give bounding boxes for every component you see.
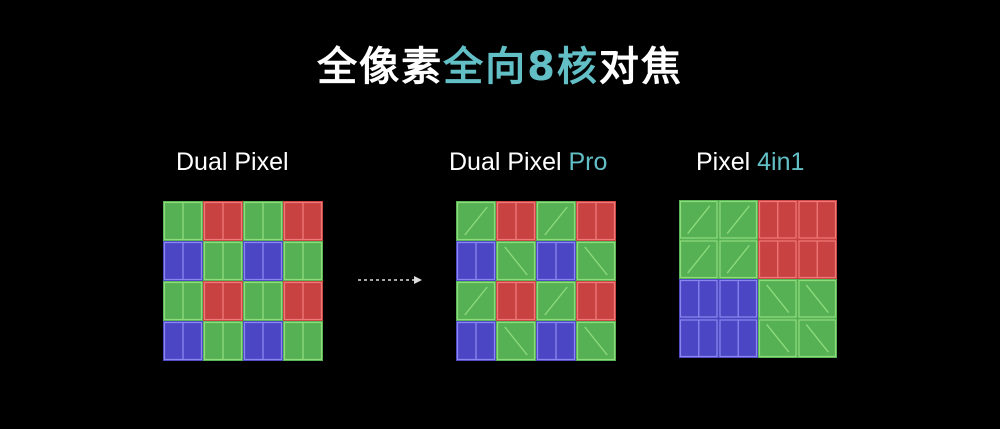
- dual-pixel-blue-pixel: [163, 241, 203, 281]
- page-title: 全像素全向8核对焦: [0, 34, 1000, 92]
- label-pixel-4in1: Pixel 4in1: [696, 148, 804, 177]
- dual-pixel-pro-red-pixel: [576, 281, 616, 321]
- dual-pixel-red-pixel: [203, 281, 243, 321]
- pixel-4in1-blue-pixel: [679, 318, 719, 358]
- dual-pixel-pro-green-pixel: [456, 201, 496, 241]
- title-main: 全像素: [317, 44, 444, 90]
- dual-pixel-green-pixel: [203, 241, 243, 281]
- pixel-4in1-green-pixel: [797, 279, 837, 319]
- dual-pixel-pro-red-pixel: [576, 201, 616, 241]
- dual-pixel-blue-pixel: [243, 241, 283, 281]
- dual-pixel-green-pixel: [203, 321, 243, 361]
- label-pixel-4in1-accent: 4in1: [757, 148, 805, 176]
- dual-pixel-green-pixel: [163, 201, 203, 241]
- pixel-4in1-green-pixel: [758, 318, 798, 358]
- pixel-4in1-blue-pixel: [718, 279, 758, 319]
- dual-pixel-pro-blue-pixel: [536, 241, 576, 281]
- dual-pixel-pro-green-pixel: [496, 321, 536, 361]
- dual-pixel-green-pixel: [163, 281, 203, 321]
- dual-pixel-red-pixel: [283, 281, 323, 321]
- pixel-4in1-green-pixel: [679, 239, 719, 279]
- pixel-4in1-blue-pixel: [679, 279, 719, 319]
- dual-pixel-green-pixel: [283, 241, 323, 281]
- dual-pixel-pro-red-pixel: [496, 201, 536, 241]
- dual-pixel-blue-pixel: [163, 321, 203, 361]
- label-dual-pixel-pro: Dual Pixel Pro: [449, 148, 607, 177]
- pixel-4in1-red-pixel: [797, 200, 837, 240]
- dual-pixel-green-pixel: [243, 201, 283, 241]
- label-dual-pixel-text: Dual Pixel: [176, 148, 289, 176]
- dual-pixel-pro-blue-pixel: [456, 321, 496, 361]
- label-dual-pixel-pro-text: Dual Pixel: [449, 148, 569, 176]
- pixel-4in1-red-pixel: [758, 200, 798, 240]
- pixel-4in1-grid: [679, 200, 837, 358]
- dual-pixel-red-pixel: [283, 201, 323, 241]
- dual-pixel-red-pixel: [203, 201, 243, 241]
- dual-pixel-pro-blue-pixel: [456, 241, 496, 281]
- dual-pixel-pro-green-pixel: [576, 241, 616, 281]
- pixel-4in1-green-pixel: [679, 200, 719, 240]
- title-tail: 对焦: [598, 44, 683, 90]
- dual-pixel-pro-green-pixel: [536, 281, 576, 321]
- dual-pixel-pro-green-pixel: [456, 281, 496, 321]
- dual-pixel-pro-green-pixel: [496, 241, 536, 281]
- label-dual-pixel: Dual Pixel: [176, 148, 289, 177]
- dotted-right-arrow-icon: [358, 276, 422, 284]
- label-pixel-4in1-text: Pixel: [696, 148, 758, 176]
- pixel-4in1-green-pixel: [718, 239, 758, 279]
- pixel-4in1-red-pixel: [797, 239, 837, 279]
- dual-pixel-pro-green-pixel: [536, 201, 576, 241]
- dual-pixel-pro-blue-pixel: [536, 321, 576, 361]
- label-dual-pixel-pro-accent: Pro: [568, 148, 608, 176]
- dual-pixel-pro-green-pixel: [576, 321, 616, 361]
- pixel-4in1-red-pixel: [758, 239, 798, 279]
- dual-pixel-green-pixel: [243, 281, 283, 321]
- dual-pixel-blue-pixel: [243, 321, 283, 361]
- pixel-4in1-green-pixel: [758, 279, 798, 319]
- pixel-4in1-blue-pixel: [718, 318, 758, 358]
- pixel-4in1-green-pixel: [797, 318, 837, 358]
- pixel-4in1-green-pixel: [718, 200, 758, 240]
- title-accent: 全向8核: [443, 44, 599, 90]
- dual-pixel-grid: [163, 201, 323, 361]
- dual-pixel-pro-red-pixel: [496, 281, 536, 321]
- dual-pixel-pro-grid: [456, 201, 616, 361]
- dual-pixel-green-pixel: [283, 321, 323, 361]
